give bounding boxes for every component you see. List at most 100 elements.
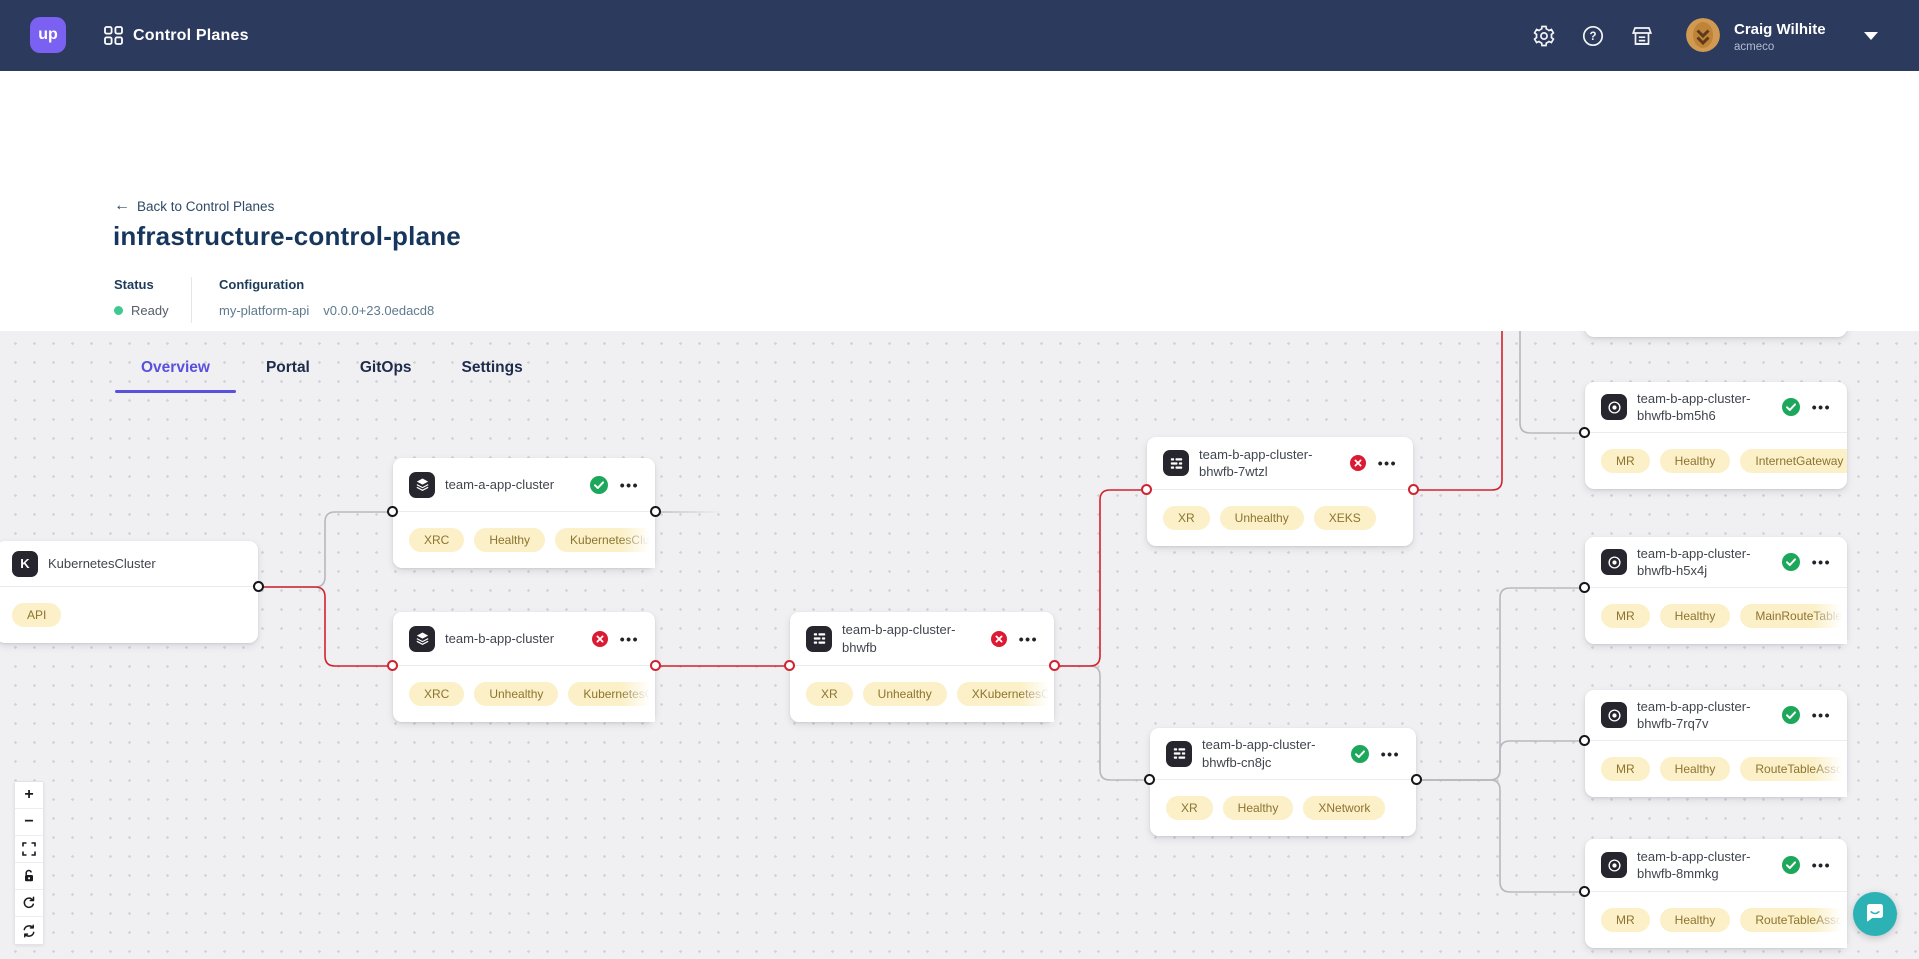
badge: Healthy	[1659, 757, 1731, 781]
node-label: team-b-app-cluster-bhwfb-h5x4j	[1637, 545, 1751, 578]
configuration-name[interactable]: my-platform-api	[219, 303, 310, 318]
settings-gear-icon[interactable]	[1532, 24, 1556, 48]
graph-toolbar: +−	[14, 781, 44, 945]
badge: MR	[1601, 449, 1650, 473]
app-title: Control Planes	[133, 26, 249, 44]
status-unhealthy-icon	[990, 630, 1007, 647]
badge: XKubernetesCluster	[956, 682, 1054, 706]
node-label: team-b-app-cluster-bhwfb-8mmkg	[1637, 848, 1751, 881]
back-link-label: Back to Control Planes	[137, 198, 275, 214]
node-menu-button[interactable]: •••	[1811, 554, 1831, 570]
badge: XRC	[409, 682, 465, 706]
reset-view-button[interactable]	[15, 890, 43, 917]
node-menu-button[interactable]: •••	[1811, 707, 1831, 723]
tab-overview[interactable]: Overview	[115, 359, 236, 393]
user-org: acmeco	[1734, 41, 1775, 53]
mr-resource-icon	[1601, 394, 1627, 420]
badge: XNetwork	[1303, 796, 1386, 820]
graph-edge	[258, 511, 393, 588]
right-port	[1408, 484, 1419, 495]
chat-launcher-button[interactable]	[1853, 892, 1897, 936]
node-menu-button[interactable]: •••	[619, 476, 639, 493]
tab-bar: Overview Portal GitOps Settings	[115, 359, 573, 393]
help-icon[interactable]: ?	[1581, 24, 1605, 48]
marketplace-icon[interactable]	[1630, 24, 1654, 48]
toggle-lock-button[interactable]	[15, 863, 43, 890]
tab-gitops[interactable]: GitOps	[359, 359, 412, 376]
badge: MainRouteTableAssociation	[1740, 604, 1847, 628]
node-label: team-a-app-cluster	[445, 476, 555, 492]
status-value: Ready	[131, 303, 169, 318]
back-arrow-icon: ←	[114, 197, 130, 214]
node-menu-button[interactable]: •••	[1811, 399, 1831, 415]
badge: MR	[1601, 757, 1650, 781]
node-label: team-b-app-cluster-bhwfb	[842, 622, 956, 655]
node-badges: XRCHealthyKubernetesCluster	[393, 512, 655, 568]
svg-text:?: ?	[1589, 31, 1596, 43]
badge: InternetGateway	[1740, 449, 1847, 473]
node-label: team-b-app-cluster-bhwfb-cn8jc	[1202, 737, 1316, 770]
left-port	[1141, 484, 1152, 495]
right-port	[1049, 660, 1060, 671]
left-port	[1579, 582, 1590, 593]
zoom-out-button[interactable]: −	[15, 809, 43, 836]
top-navbar: up Control Planes ? Crai	[0, 0, 1919, 71]
user-avatar[interactable]	[1686, 18, 1720, 52]
node-badges: MRHealthyRouteTableAssociation	[1585, 892, 1847, 948]
status-ready-dot	[114, 306, 123, 315]
badge: KubernetesCluster	[568, 682, 655, 706]
badge: Unhealthy	[1219, 506, 1304, 530]
graph-edge	[1054, 665, 1150, 781]
upbound-logo[interactable]: up	[30, 17, 66, 53]
graph-node-partial[interactable]	[1585, 331, 1847, 337]
node-menu-button[interactable]: •••	[1811, 857, 1831, 873]
node-menu-button[interactable]: •••	[1018, 630, 1038, 647]
node-label: KubernetesCluster	[48, 555, 156, 571]
node-menu-button[interactable]: •••	[1377, 455, 1397, 471]
tab-portal[interactable]: Portal	[265, 359, 310, 376]
node-menu-button[interactable]: •••	[1380, 745, 1400, 762]
graph-edge	[1054, 489, 1147, 667]
node-badges: XRUnhealthyXKubernetesCluster	[790, 666, 1054, 722]
status-healthy-icon	[589, 475, 608, 494]
right-port	[1411, 774, 1422, 785]
badge: Unhealthy	[862, 682, 947, 706]
left-port	[784, 660, 795, 671]
badge: API	[12, 603, 62, 627]
fit-view-button[interactable]	[15, 836, 43, 863]
badge: XRC	[409, 528, 465, 552]
tab-settings[interactable]: Settings	[461, 359, 523, 376]
badge: Healthy	[1659, 449, 1731, 473]
meta-divider	[191, 277, 192, 323]
refresh-graph-button[interactable]	[15, 917, 43, 944]
node-badges: MRHealthyRouteTableAssociation	[1585, 741, 1847, 797]
node-menu-button[interactable]: •••	[619, 630, 639, 647]
zoom-in-button[interactable]: +	[15, 782, 43, 809]
graph-edge	[258, 586, 393, 667]
k8s-resource-icon: K	[12, 550, 38, 577]
badge: Healthy	[474, 528, 546, 552]
left-port	[1579, 886, 1590, 897]
left-port	[1579, 427, 1590, 438]
chevron-down-icon[interactable]	[1864, 32, 1878, 40]
node-badges: MR Healthy InternetGateway	[1585, 433, 1847, 489]
user-name[interactable]: Craig Wilhite	[1734, 21, 1826, 38]
back-to-control-planes-link[interactable]: ← Back to Control Planes	[114, 198, 274, 214]
status-unhealthy-icon	[1349, 455, 1366, 471]
left-port	[1579, 735, 1590, 746]
badge: MR	[1601, 908, 1650, 932]
right-port	[650, 660, 661, 671]
